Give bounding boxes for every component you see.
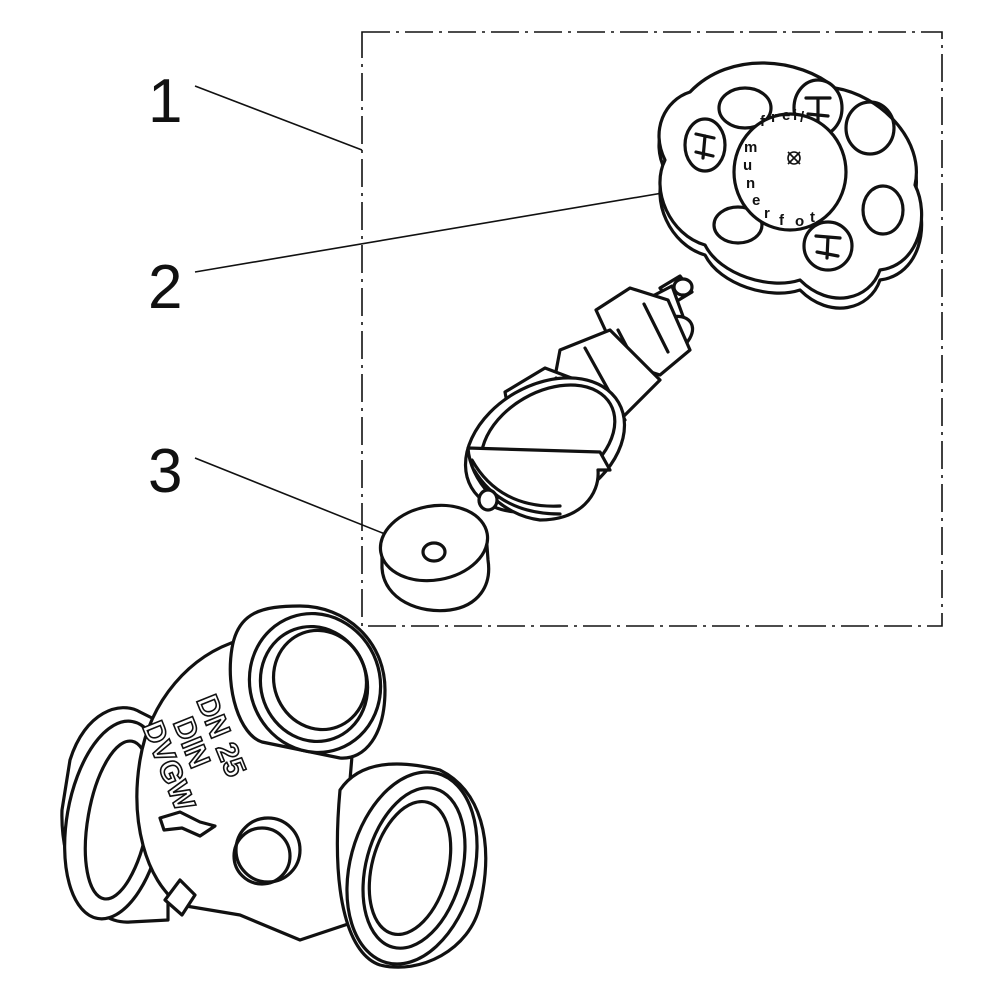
valve-headpiece (463, 274, 695, 522)
svg-text:u: u (743, 157, 752, 174)
svg-text:e: e (752, 192, 760, 209)
washer (378, 503, 491, 613)
callout-2: 2 (148, 253, 182, 322)
svg-text:i: i (793, 107, 797, 124)
callout-3: 3 (148, 437, 182, 506)
svg-text:n: n (746, 175, 755, 192)
svg-text:t: t (810, 209, 815, 226)
cap-lettering: f r e i / m u n e r f o t (743, 107, 815, 230)
svg-text:r: r (771, 109, 777, 126)
logo-lug-left (683, 117, 727, 173)
leader-line-2 (194, 187, 693, 273)
svg-text:m: m (744, 139, 757, 156)
svg-text:e: e (782, 107, 790, 124)
svg-text:/: / (800, 109, 805, 126)
svg-text:f: f (779, 212, 785, 229)
svg-text:f: f (760, 113, 766, 130)
leader-line-1 (194, 85, 363, 151)
svg-text:r: r (764, 205, 770, 222)
logo-lug-bottom (802, 220, 854, 272)
kit-boundary-frame (361, 31, 943, 627)
svg-text:o: o (795, 213, 804, 230)
callout-1: 1 (148, 67, 182, 136)
handwheel: f r e i / m u n e r f o t (657, 61, 924, 310)
flow-arrow-icon (158, 810, 217, 838)
handwheel-cap (732, 112, 848, 232)
valve-body: DN 25 DIN DVGW (60, 604, 488, 969)
